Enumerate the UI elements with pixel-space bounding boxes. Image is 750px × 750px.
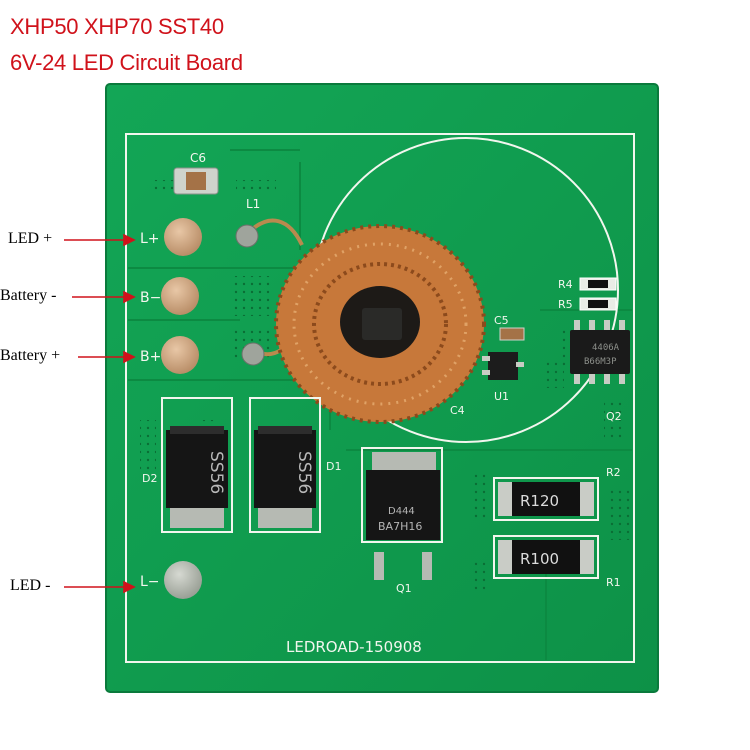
via-field [544,360,564,388]
mosfet-q1: D444 BA7H16 [361,447,443,580]
via-field [150,180,180,192]
callout-arrows [64,233,136,594]
callout-led-minus: LED - [10,577,51,594]
pad-led-plus [164,218,202,256]
via-field [236,180,276,192]
silk-r1: R1 [606,576,621,589]
silk-b-minus: B− [140,290,161,306]
silk-l-plus: L+ [140,231,160,247]
callout-battery-plus: Battery + [0,347,61,364]
silk-l1: L1 [246,197,260,211]
d1-marking: SS56 [294,451,314,494]
q2-marking-1: 4406A [592,343,620,353]
capacitor-c6 [173,167,219,195]
silk-r2: R2 [606,466,621,479]
mosfet-q2: 4406A B66M3P [570,320,630,384]
silk-c6: C6 [190,151,206,165]
via-field [604,400,624,440]
diode-d2: SS56 [161,397,233,533]
silk-l-minus: L− [140,574,160,590]
pad-battery-minus [161,277,199,315]
via-field [140,420,156,470]
pad-battery-plus [161,336,199,374]
silk-c5: C5 [494,314,509,327]
via-field [610,490,630,540]
r1-marking: R100 [520,550,559,568]
silk-b-plus: B+ [140,349,161,365]
via-field [232,276,272,316]
silk-r5: R5 [558,298,573,311]
resistor-r2: R120 [493,477,599,521]
silk-outline [125,133,635,663]
silk-r4: R4 [558,278,573,291]
ic-u1 [482,352,524,380]
via-field [470,470,490,520]
title-line-1: XHP50 XHP70 SST40 [10,14,224,39]
capacitor-c5 [499,327,525,341]
d2-marking: SS56 [206,451,226,494]
silk-q1: Q1 [396,582,412,595]
silk-q2: Q2 [606,410,622,423]
callout-led-plus: LED + [8,230,53,247]
silk-d1: D1 [326,460,341,473]
resistor-r5 [579,297,617,311]
silk-c4: C4 [450,404,465,417]
r2-marking: R120 [520,492,559,510]
resistor-r4 [579,277,617,291]
silk-board-id: LEDROAD-150908 [286,638,422,656]
pad-led-minus [164,561,202,599]
q2-marking-2: B66M3P [584,357,617,367]
resistor-r1: R100 [493,535,599,579]
silk-u1: U1 [494,390,509,403]
silk-d2: D2 [142,472,157,485]
diode-d1: SS56 [249,397,321,533]
toroid-inductor-l1 [274,224,486,424]
q1-marking-1: D444 [388,506,415,517]
via-field [470,560,490,590]
callout-battery-minus: Battery - [0,287,57,304]
title-line-2: 6V-24 LED Circuit Board [10,50,243,75]
q1-marking-2: BA7H16 [378,520,422,533]
